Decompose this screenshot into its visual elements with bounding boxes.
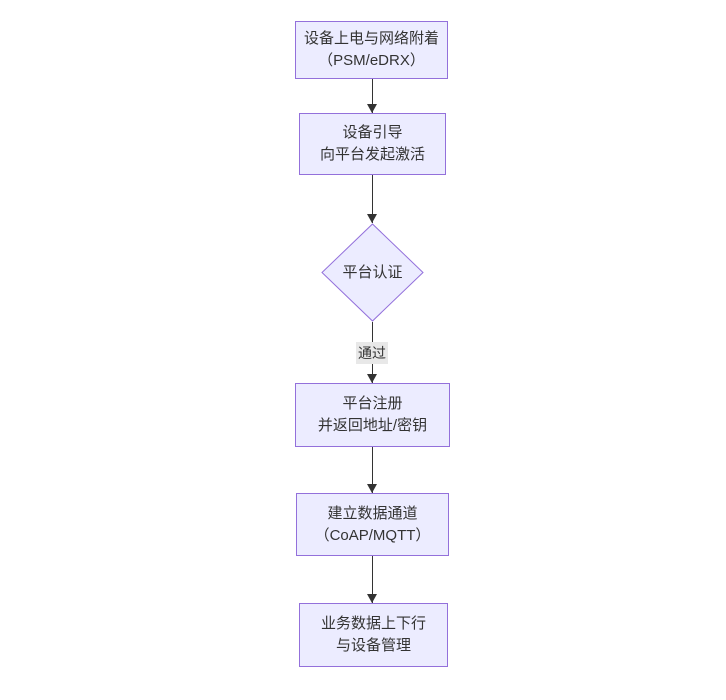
edge-label-pass: 通过	[356, 341, 388, 364]
node-text-line: （PSM/eDRX）	[318, 52, 425, 69]
node-text-line: 平台认证	[342, 263, 403, 281]
flow-node-device-bootstrap: 设备引导 向平台发起激活	[299, 113, 446, 175]
arrowhead-icon	[367, 214, 377, 223]
flow-node-data-channel: 建立数据通道 （CoAP/MQTT）	[296, 493, 449, 556]
flow-node-platform-auth-decision: 平台认证	[321, 223, 424, 322]
node-text-line: 并返回地址/密钥	[317, 417, 428, 434]
edge-line	[371, 79, 373, 113]
arrowhead-icon	[367, 374, 377, 383]
node-text-line: 与设备管理	[335, 637, 411, 654]
edge-line	[371, 175, 373, 223]
edge-line	[371, 447, 373, 493]
node-text-line: 平台注册	[342, 395, 403, 412]
node-text-line: 向平台发起激活	[319, 146, 425, 163]
node-label: 建立数据通道 （CoAP/MQTT）	[315, 503, 431, 547]
node-label: 业务数据上下行 与设备管理	[321, 613, 426, 657]
node-text-line: （CoAP/MQTT）	[314, 526, 431, 544]
node-label: 平台注册 并返回地址/密钥	[318, 393, 427, 437]
node-text-line: 设备上电与网络附着	[303, 30, 439, 47]
arrowhead-icon	[367, 594, 377, 603]
flow-node-power-network-attach: 设备上电与网络附着 （PSM/eDRX）	[295, 21, 448, 79]
arrowhead-icon	[367, 484, 377, 493]
node-text-line: 设备引导	[342, 124, 403, 141]
diamond-shape	[321, 223, 424, 322]
node-label: 平台认证	[342, 262, 402, 284]
flow-node-business-data: 业务数据上下行 与设备管理	[299, 603, 448, 667]
node-text-line: 业务数据上下行	[320, 615, 426, 632]
arrowhead-icon	[367, 104, 377, 113]
edge-line	[371, 556, 373, 603]
flow-node-platform-register: 平台注册 并返回地址/密钥	[295, 383, 450, 447]
node-text-line: 建立数据通道	[327, 504, 418, 522]
node-label: 设备引导 向平台发起激活	[320, 122, 425, 166]
node-label: 设备上电与网络附着 （PSM/eDRX）	[304, 28, 439, 72]
